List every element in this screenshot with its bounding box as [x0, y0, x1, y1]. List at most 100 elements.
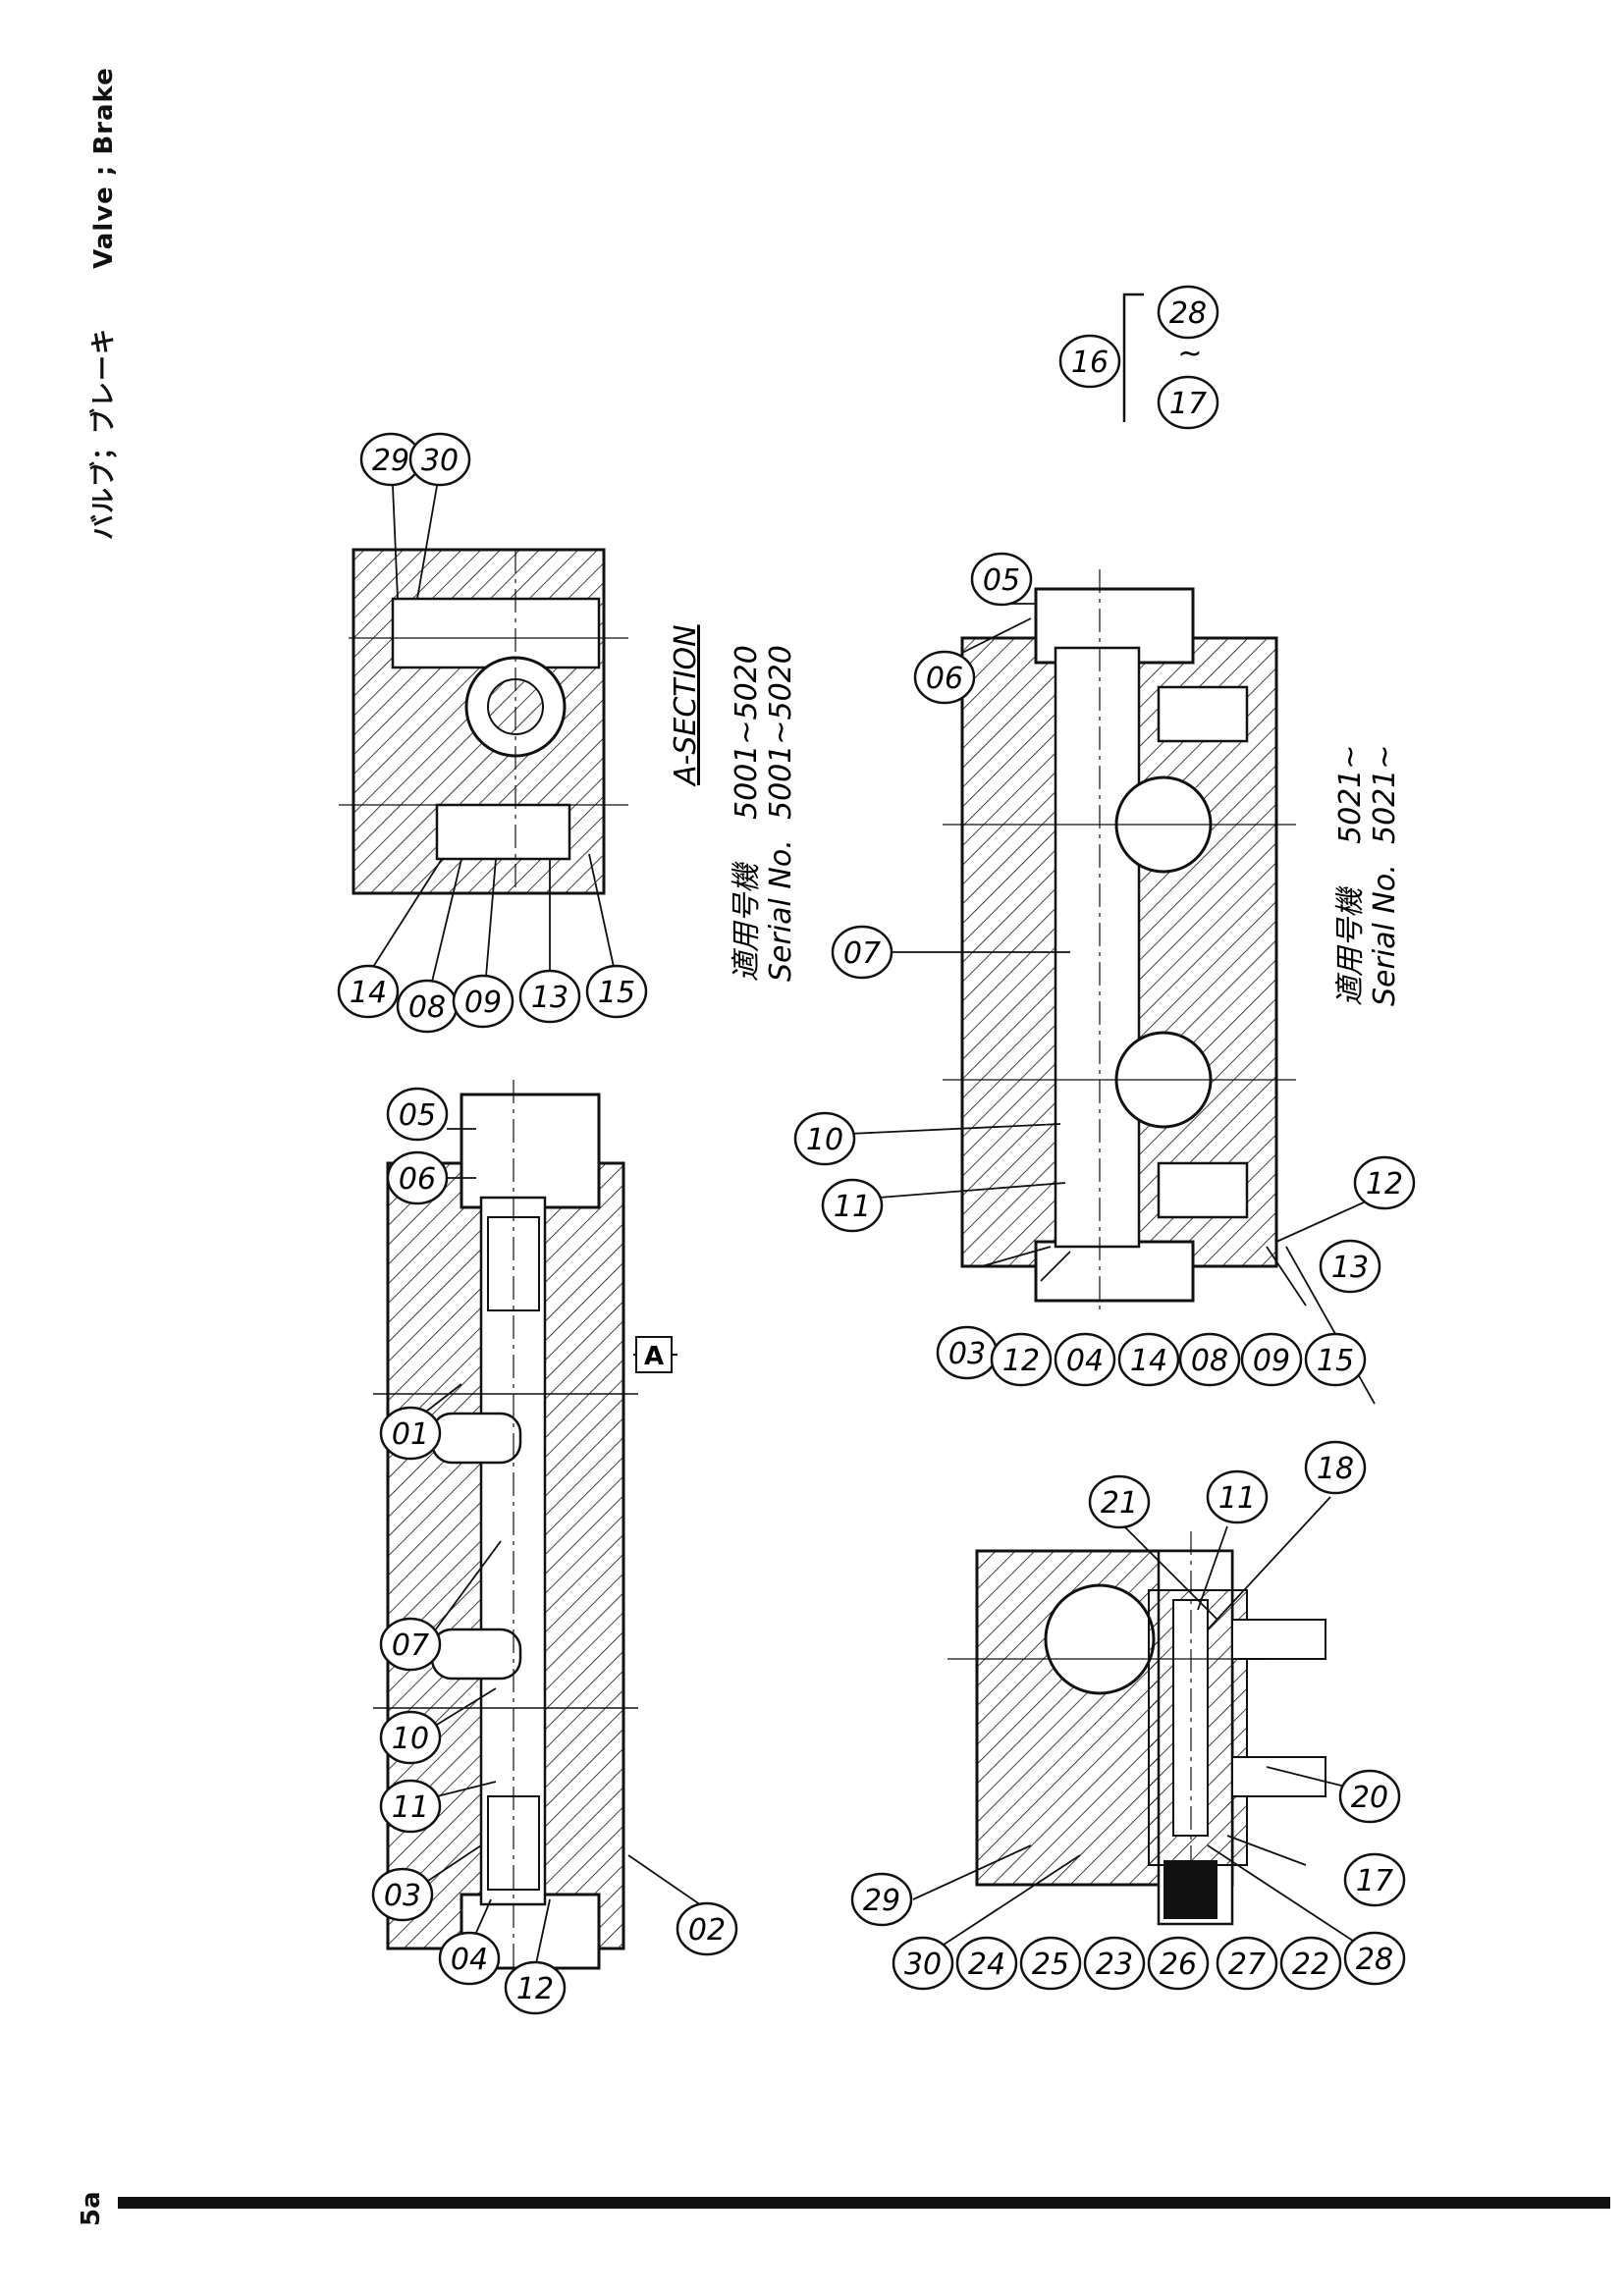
callout-05b: 05 [970, 552, 1033, 607]
note-serial-1-jp: 適用号機 5001~5020 [730, 645, 764, 982]
callout-09b: 09 [1240, 1332, 1303, 1387]
callout-29b: 29 [850, 1872, 913, 1927]
assembly-note: 16 17 ~ 28 [1058, 285, 1219, 430]
callout-label: 11 [834, 1190, 871, 1224]
serial-2-en-label: Serial No. [1368, 864, 1402, 1006]
note-serial-1-en: Serial No. 5001~5020 [764, 645, 798, 982]
callout-14: 14 [337, 964, 400, 1019]
callout-label: 12 [1002, 1344, 1040, 1378]
view-1-main-section [373, 1080, 638, 2002]
serial-2-en-value: 5021~ [1368, 745, 1402, 844]
note-serial-2-en: Serial No. 5021~ [1368, 745, 1402, 1006]
section-marker-letter: A [644, 1342, 664, 1371]
callout-group: 01 07 10 11 03 04 12 02 05 06 29 30 14 0… [337, 432, 1416, 2015]
callout-label: 03 [948, 1337, 986, 1371]
serial-1-en-value: 5001~5020 [764, 645, 798, 820]
callout-label: 21 [1101, 1486, 1138, 1521]
callout-13b: 13 [1319, 1239, 1381, 1294]
serial-2-jp-value: 5021~ [1333, 745, 1368, 844]
callout-label: 06 [399, 1162, 436, 1197]
callout-05: 05 [386, 1087, 449, 1142]
leader-lines [372, 485, 1376, 1969]
callout-11c: 11 [1206, 1469, 1269, 1524]
callout-07b: 07 [831, 925, 893, 980]
callout-04: 04 [438, 1931, 501, 1986]
view-3-right-section [943, 569, 1296, 1315]
callout-12c: 12 [1353, 1155, 1416, 1210]
callout-17: 17 [1343, 1852, 1406, 1907]
callout-08: 08 [396, 979, 459, 1034]
callout-label: 25 [1032, 1948, 1069, 1982]
callout-label: 17 [1356, 1864, 1393, 1898]
callout-label: 22 [1292, 1948, 1329, 1982]
callout-label: 13 [531, 981, 568, 1015]
callout-label: 15 [598, 976, 635, 1010]
callout-28: 28 [1343, 1931, 1406, 1986]
callout-08b: 08 [1178, 1332, 1241, 1387]
callout-label: 20 [1351, 1781, 1388, 1815]
assembly-range-tilde: ~ [1177, 337, 1202, 371]
callout-label: 29 [372, 444, 409, 478]
callout-10b: 10 [793, 1111, 856, 1166]
callout-label: 12 [516, 1972, 554, 2006]
callout-21: 21 [1088, 1474, 1151, 1529]
callout-label: 01 [392, 1417, 429, 1452]
bottom-rule [118, 2197, 1610, 2209]
callout-13: 13 [518, 969, 581, 1024]
note-section-serial-1: A-SECTION [669, 624, 703, 787]
callout-12: 12 [504, 1960, 567, 2015]
callout-label: 08 [1191, 1344, 1228, 1378]
serial-1-en-label: Serial No. [764, 839, 798, 982]
callout-label: 07 [392, 1629, 429, 1663]
callout-12b: 12 [990, 1332, 1053, 1387]
callout-09: 09 [452, 974, 514, 1029]
callout-label: 07 [843, 936, 881, 971]
callout-label: 09 [464, 986, 502, 1020]
callout-18: 18 [1304, 1440, 1367, 1495]
callout-20: 20 [1338, 1769, 1401, 1824]
callout-02: 02 [676, 1901, 738, 1956]
callout-label: 04 [451, 1943, 488, 1977]
callout-03b: 03 [936, 1325, 999, 1380]
callout-30: 30 [408, 432, 471, 487]
callout-22: 22 [1279, 1936, 1342, 1991]
callout-29: 29 [359, 432, 422, 487]
callout-14b: 14 [1117, 1332, 1180, 1387]
callout-label: 10 [392, 1722, 429, 1756]
section-marker-a: A [633, 1336, 677, 1373]
callout-label: 28 [1356, 1943, 1393, 1977]
callout-15: 15 [585, 964, 648, 1019]
callout-30b: 30 [892, 1936, 954, 1991]
callout-label: 15 [1317, 1344, 1354, 1378]
callout-label: 10 [806, 1123, 843, 1157]
note-serial-2-jp: 適用号機 5021~ [1333, 745, 1368, 1006]
callout-label: 30 [904, 1948, 942, 1982]
serial-2-jp-label: 適用号機 [1333, 885, 1368, 1006]
callout-10: 10 [379, 1710, 442, 1765]
section-label: A-SECTION [669, 624, 703, 787]
callout-label: 08 [408, 990, 446, 1025]
callout-label: 27 [1228, 1948, 1266, 1982]
callout-label: 14 [1130, 1344, 1167, 1378]
callout-07: 07 [379, 1617, 442, 1672]
callout-25: 25 [1019, 1936, 1082, 1991]
assembly-range-start: 17 [1169, 387, 1207, 421]
callout-03: 03 [371, 1867, 434, 1922]
assembly-range-end: 28 [1169, 296, 1207, 331]
callout-label: 30 [421, 444, 459, 478]
callout-label: 11 [392, 1790, 429, 1825]
callout-label: 03 [384, 1879, 421, 1913]
view-2-small-section [339, 548, 628, 895]
callout-27: 27 [1216, 1936, 1278, 1991]
callout-24: 24 [955, 1936, 1018, 1991]
callout-label: 23 [1096, 1948, 1133, 1982]
callout-label: 12 [1366, 1167, 1403, 1201]
callout-06b: 06 [913, 650, 976, 705]
callout-label: 09 [1253, 1344, 1290, 1378]
callout-label: 13 [1331, 1251, 1369, 1285]
callout-11: 11 [379, 1779, 442, 1834]
callout-label: 04 [1066, 1344, 1104, 1378]
callout-label: 18 [1317, 1452, 1354, 1486]
callout-label: 05 [983, 563, 1020, 598]
